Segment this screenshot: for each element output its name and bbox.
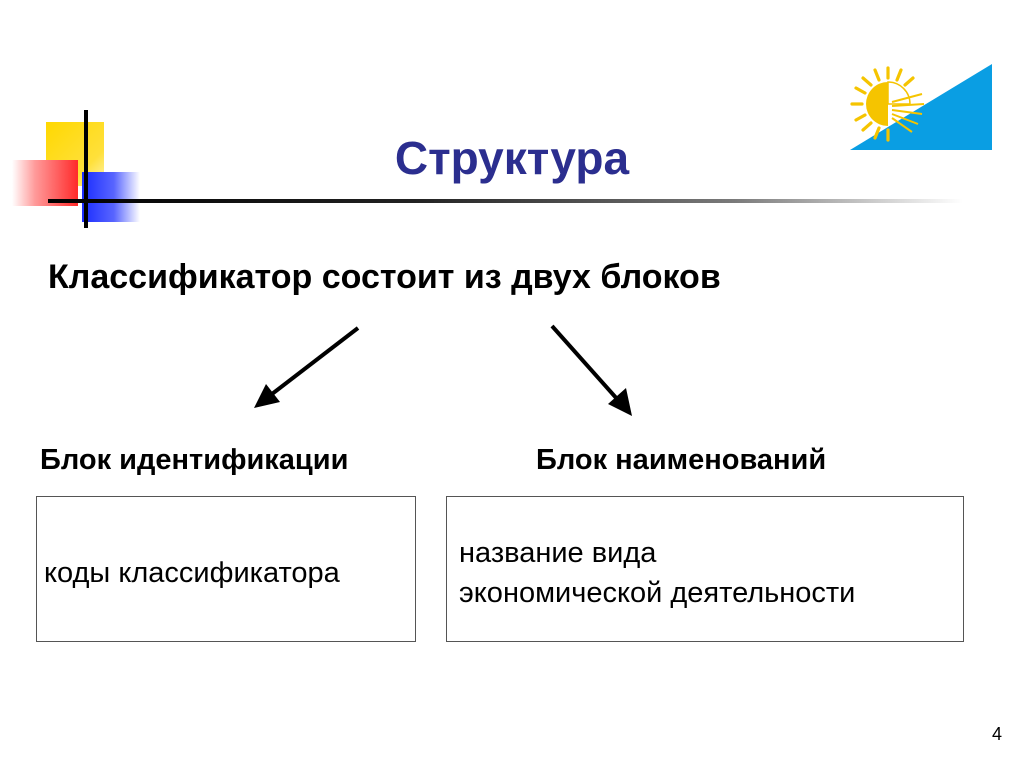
sun-logo-icon: [850, 64, 992, 150]
decor-vertical-line: [84, 110, 88, 228]
identification-block-box: [36, 496, 416, 642]
arrow-left-icon: [254, 326, 360, 408]
arrow-right-icon: [550, 324, 632, 416]
names-block-content: название вида экономической деятельности: [459, 533, 855, 613]
page-number: 4: [991, 724, 1002, 744]
names-block-label: Блок наименований: [536, 444, 827, 476]
names-block-line-1: название вида: [459, 537, 657, 569]
slide-title: Структура: [394, 132, 630, 184]
names-block-box: [446, 496, 964, 642]
identification-block-label: Блок идентификации: [40, 444, 349, 476]
subtitle: Классификатор состоит из двух блоков: [48, 258, 721, 296]
title-underline: [48, 199, 963, 203]
names-block-line-2: экономической деятельности: [459, 577, 856, 609]
decor-blue-square: [82, 172, 140, 222]
decor-red-square: [12, 160, 78, 206]
identification-block-content: коды классификатора: [44, 557, 340, 589]
